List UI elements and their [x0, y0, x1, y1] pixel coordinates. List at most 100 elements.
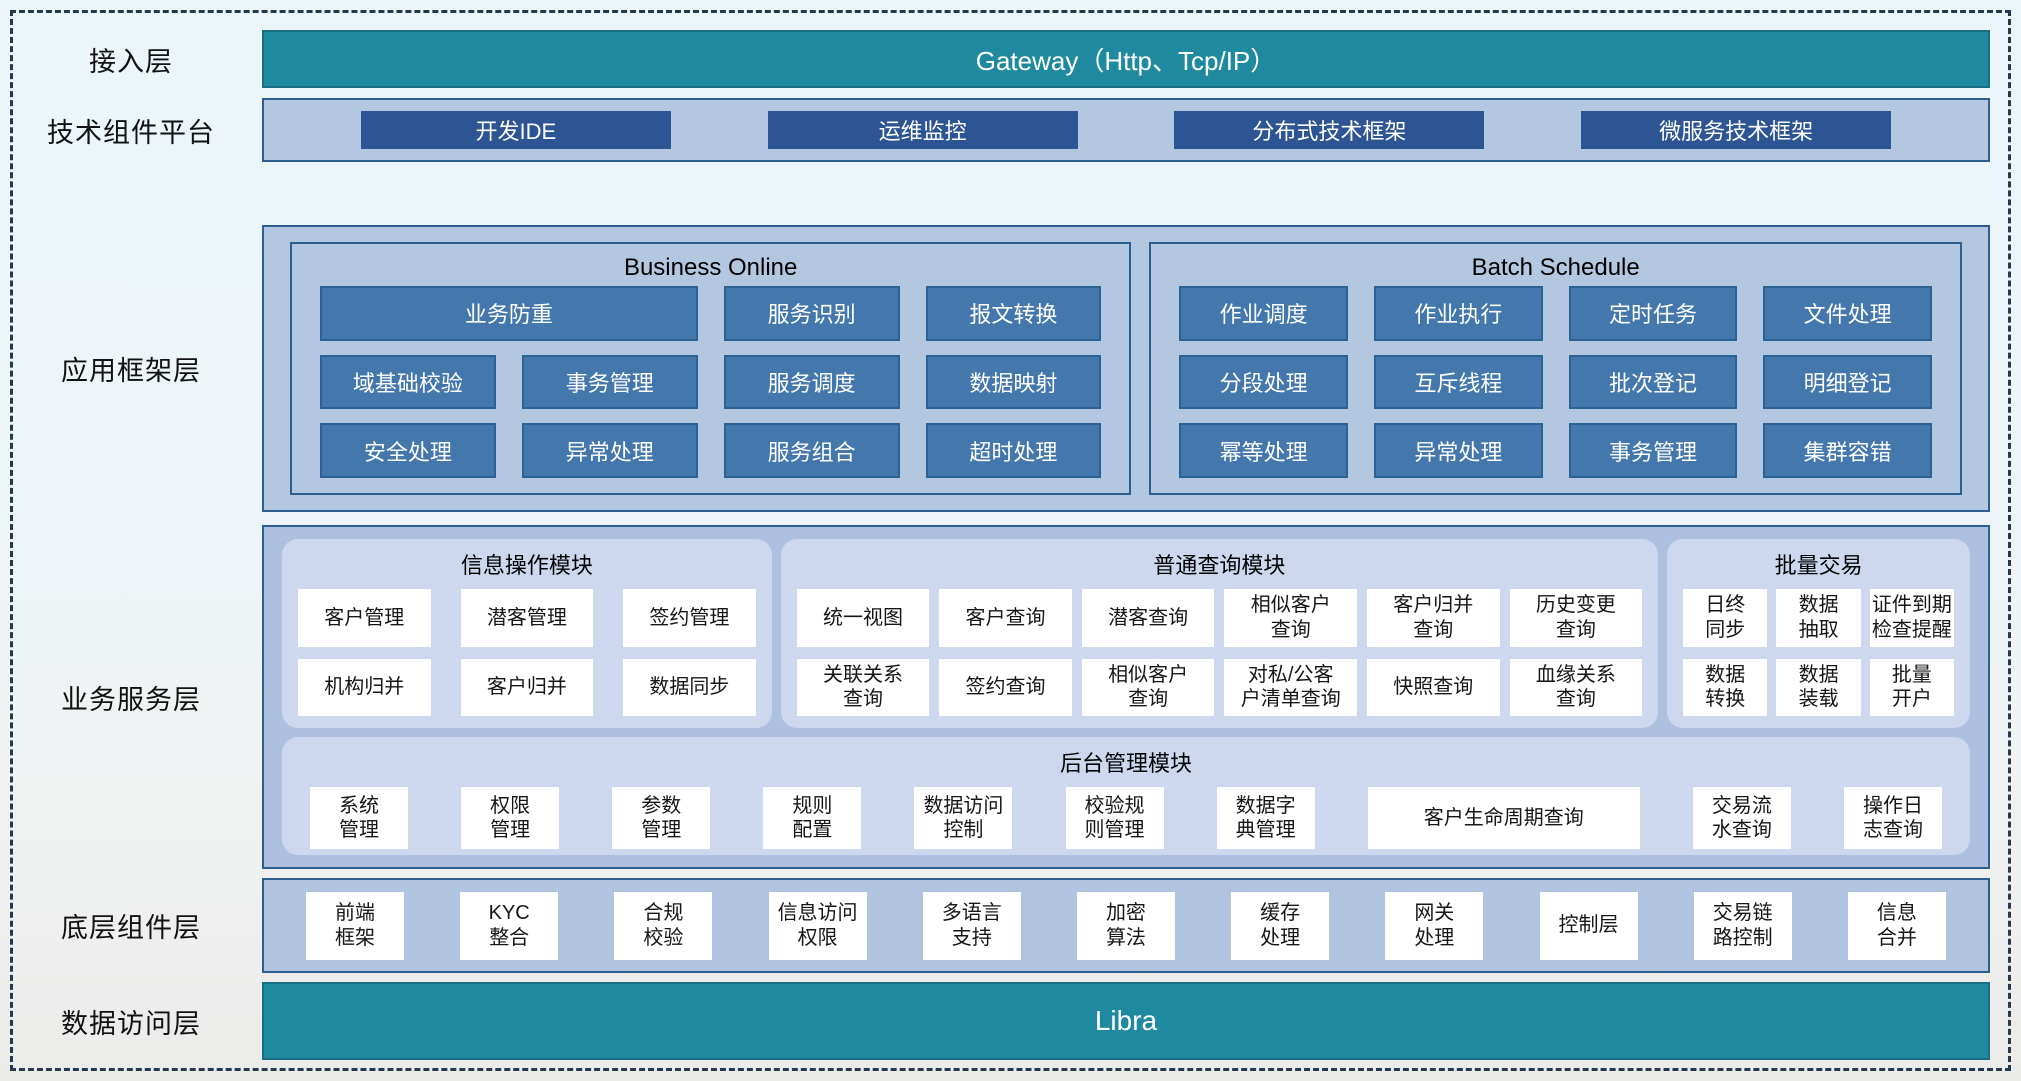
query-module-grid: 统一视图客户查询潜客查询相似客户 查询客户归并 查询历史变更 查询关联关系 查询…: [796, 589, 1643, 716]
service-box: 潜客查询: [1081, 589, 1215, 647]
framework-module-button: 分段处理: [1179, 354, 1348, 410]
service-box: 数据 抽取: [1776, 589, 1861, 647]
framework-module-button: 服务调度: [723, 354, 900, 410]
info-operation-module-panel: 信息操作模块 客户管理潜客管理签约管理机构归并客户归并数据同步: [282, 539, 772, 728]
business-online-panel: Business Online 业务防重服务识别报文转换域基础校验事务管理服务调…: [290, 242, 1132, 495]
framework-module-button: 定时任务: [1568, 286, 1738, 341]
service-box: 统一视图: [796, 589, 930, 647]
business-service-container: 信息操作模块 客户管理潜客管理签约管理机构归并客户归并数据同步 普通查询模块 统…: [262, 525, 1990, 869]
framework-module-button: 幂等处理: [1179, 423, 1348, 478]
framework-module-button: 域基础校验: [320, 354, 496, 410]
tech-platform-row: 技术组件平台 开发IDE 运维监控 分布式技术框架 微服务技术框架: [0, 98, 1990, 162]
service-box: 签约查询: [939, 658, 1072, 716]
service-box: 数据 转换: [1683, 658, 1768, 716]
batch-trade-title: 批量交易: [1774, 553, 1863, 578]
service-box: 血缘关系 查询: [1509, 658, 1643, 716]
admin-module-title: 后台管理模块: [1059, 751, 1192, 776]
admin-box: 参数 管理: [612, 787, 711, 849]
component-box: 网关 处理: [1385, 891, 1484, 960]
layer-label-tech-platform: 技术组件平台: [47, 117, 215, 148]
admin-box: 数据字 典管理: [1216, 787, 1315, 849]
service-box: 客户归并: [460, 658, 594, 716]
business-service-row: 业务服务层 信息操作模块 客户管理潜客管理签约管理机构归并客户归并数据同步 普通…: [0, 525, 1990, 869]
query-module-panel: 普通查询模块 统一视图客户查询潜客查询相似客户 查询客户归并 查询历史变更 查询…: [780, 539, 1659, 728]
framework-module-button: 安全处理: [320, 423, 496, 478]
tech-component-button: 微服务技术框架: [1581, 111, 1892, 149]
app-framework-row: 应用框架层 Business Online 业务防重服务识别报文转换域基础校验事…: [0, 225, 1990, 512]
admin-module-panel: 后台管理模块 系统 管理权限 管理参数 管理规则 配置数据访问 控制校验规 则管…: [282, 737, 1970, 855]
info-operation-module-title: 信息操作模块: [460, 553, 593, 578]
service-box: 客户查询: [939, 589, 1072, 647]
framework-module-button: 数据映射: [925, 354, 1102, 410]
admin-box: 权限 管理: [461, 787, 560, 849]
layer-label-base-components: 底层组件层: [61, 913, 201, 943]
base-components-row: 底层组件层 前端 框架 KYC 整合合规 校验信息访问 权限多语言 支持加密 算法…: [0, 878, 1990, 973]
layer-label-access: 接入层: [89, 46, 173, 77]
service-box: 数据 装载: [1776, 658, 1861, 716]
admin-box: 客户生命周期查询: [1367, 787, 1640, 849]
batch-trade-grid: 日终 同步数据 抽取证件到期 检查提醒数据 转换数据 装载批量 开户: [1683, 589, 1954, 716]
component-box: 信息访问 权限: [768, 891, 867, 960]
tech-platform-panel: 开发IDE 运维监控 分布式技术框架 微服务技术框架: [262, 98, 1990, 162]
admin-box: 交易流 水查询: [1692, 787, 1791, 849]
tech-component-button: 运维监控: [767, 111, 1078, 149]
gateway-bar: Gateway（Http、Tcp/IP）: [262, 30, 1990, 88]
batch-schedule-panel: Batch Schedule 作业调度作业执行定时任务文件处理分段处理互斥线程批…: [1149, 242, 1962, 495]
batch-schedule-title: Batch Schedule: [1471, 254, 1640, 281]
service-box: 数据同步: [623, 658, 756, 716]
framework-module-button: 作业调度: [1179, 286, 1348, 341]
component-box: 前端 框架: [306, 891, 404, 960]
admin-box: 数据访问 控制: [914, 787, 1013, 849]
service-box: 相似客户 查询: [1081, 658, 1215, 716]
layer-label-data-access: 数据访问层: [61, 1008, 201, 1039]
admin-box: 校验规 则管理: [1065, 787, 1164, 849]
admin-box: 规则 配置: [763, 787, 862, 849]
component-box: 信息 合并: [1847, 891, 1946, 960]
business-online-grid: 业务防重服务识别报文转换域基础校验事务管理服务调度数据映射安全处理异常处理服务组…: [320, 286, 1102, 478]
batch-trade-panel: 批量交易 日终 同步数据 抽取证件到期 检查提醒数据 转换数据 装载批量 开户: [1667, 539, 1970, 728]
business-online-title: Business Online: [623, 254, 798, 281]
framework-module-button: 明细登记: [1763, 354, 1932, 410]
framework-module-button: 集群容错: [1763, 423, 1932, 478]
framework-module-button: 异常处理: [521, 423, 698, 478]
query-module-title: 普通查询模块: [1153, 553, 1286, 578]
framework-module-button: 文件处理: [1763, 286, 1932, 341]
component-box: 多语言 支持: [922, 891, 1021, 960]
framework-module-button: 超时处理: [925, 423, 1102, 478]
framework-module-button: 互斥线程: [1374, 354, 1543, 410]
data-access-row: 数据访问层 Libra: [0, 982, 1990, 1060]
base-components-container: 前端 框架 KYC 整合合规 校验信息访问 权限多语言 支持加密 算法缓存 处理网…: [262, 878, 1990, 973]
component-box: 控制层: [1539, 891, 1638, 960]
service-box: 相似客户 查询: [1224, 589, 1357, 647]
tech-component-button: 分布式技术框架: [1174, 111, 1485, 149]
access-layer-row: 接入层 Gateway（Http、Tcp/IP）: [0, 30, 1990, 88]
service-box: 签约管理: [623, 589, 756, 647]
framework-module-button: 作业执行: [1374, 286, 1543, 341]
tech-component-button: 开发IDE: [360, 111, 671, 149]
component-box: 合规 校验: [614, 891, 713, 960]
admin-module-row: 系统 管理权限 管理参数 管理规则 配置数据访问 控制校验规 则管理数据字 典管…: [298, 787, 1954, 849]
service-box: 日终 同步: [1683, 589, 1768, 647]
service-top-panels: 信息操作模块 客户管理潜客管理签约管理机构归并客户归并数据同步 普通查询模块 统…: [282, 539, 1970, 728]
layer-label-app-framework: 应用框架层: [61, 356, 201, 386]
framework-module-button: 报文转换: [925, 286, 1102, 341]
framework-module-button: 异常处理: [1374, 423, 1543, 478]
framework-module-button: 批次登记: [1568, 354, 1738, 410]
info-operation-grid: 客户管理潜客管理签约管理机构归并客户归并数据同步: [298, 589, 756, 716]
architecture-diagram: 接入层 Gateway（Http、Tcp/IP） 技术组件平台 开发IDE 运维监…: [0, 30, 1990, 1060]
service-box: 历史变更 查询: [1509, 589, 1643, 647]
layer-label-business-service: 业务服务层: [61, 684, 201, 715]
service-box: 客户归并 查询: [1367, 589, 1500, 647]
framework-module-button: 业务防重: [320, 286, 698, 341]
component-box: 缓存 处理: [1231, 891, 1330, 960]
service-box: 快照查询: [1367, 658, 1500, 716]
component-box: KYC 整合: [460, 891, 559, 960]
service-box: 关联关系 查询: [796, 658, 930, 716]
app-framework-container: Business Online 业务防重服务识别报文转换域基础校验事务管理服务调…: [262, 225, 1990, 512]
framework-module-button: 事务管理: [521, 354, 698, 410]
admin-box: 操作日 志查询: [1843, 787, 1942, 849]
batch-schedule-grid: 作业调度作业执行定时任务文件处理分段处理互斥线程批次登记明细登记幂等处理异常处理…: [1179, 286, 1932, 478]
libra-bar: Libra: [262, 982, 1990, 1060]
component-box: 加密 算法: [1076, 891, 1175, 960]
service-box: 潜客管理: [460, 589, 594, 647]
